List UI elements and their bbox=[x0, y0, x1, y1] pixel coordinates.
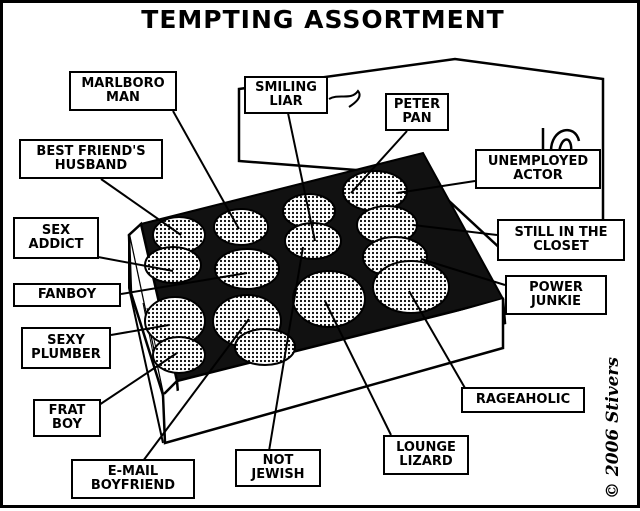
label-email-boyfriend: E-MAIL BOYFRIEND bbox=[71, 459, 195, 499]
artist-signature: © 2006 Stivers bbox=[603, 357, 623, 499]
label-sexy-plumber: SEXY PLUMBER bbox=[21, 327, 111, 369]
chocolate-13 bbox=[372, 260, 450, 314]
label-marlboro-man: MARLBORO MAN bbox=[69, 71, 177, 111]
label-smiling-liar: SMILING LIAR bbox=[244, 76, 328, 114]
chocolate-15 bbox=[234, 328, 296, 366]
chocolate-7 bbox=[284, 222, 342, 260]
chocolate-14 bbox=[152, 336, 206, 374]
chocolate-box-drawing bbox=[97, 57, 605, 462]
chocolates bbox=[144, 170, 450, 374]
label-frat-boy: FRAT BOY bbox=[33, 399, 101, 437]
label-lounge-lizard: LOUNGE LIZARD bbox=[383, 435, 469, 475]
comic-title: TEMPTING ASSORTMENT bbox=[141, 5, 505, 34]
chocolate-5 bbox=[144, 246, 202, 284]
label-fanboy: FANBOY bbox=[13, 283, 121, 307]
label-rageaholic: RAGEAHOLIC bbox=[461, 387, 585, 413]
label-sex-addict: SEX ADDICT bbox=[13, 217, 99, 259]
label-not-jewish: NOT JEWISH bbox=[235, 449, 321, 487]
pointer-lines bbox=[97, 110, 506, 462]
chocolate-2 bbox=[213, 208, 269, 246]
label-best-friends-husband: BEST FRIEND'S HUSBAND bbox=[19, 139, 163, 179]
label-power-junkie: POWER JUNKIE bbox=[505, 275, 607, 315]
chocolate-12 bbox=[292, 270, 366, 328]
label-still-in-the-closet: STILL IN THE CLOSET bbox=[497, 219, 625, 261]
label-unemployed-actor: UNEMPLOYED ACTOR bbox=[475, 149, 601, 189]
label-peter-pan: PETER PAN bbox=[385, 93, 449, 131]
chocolate-6 bbox=[214, 248, 280, 290]
